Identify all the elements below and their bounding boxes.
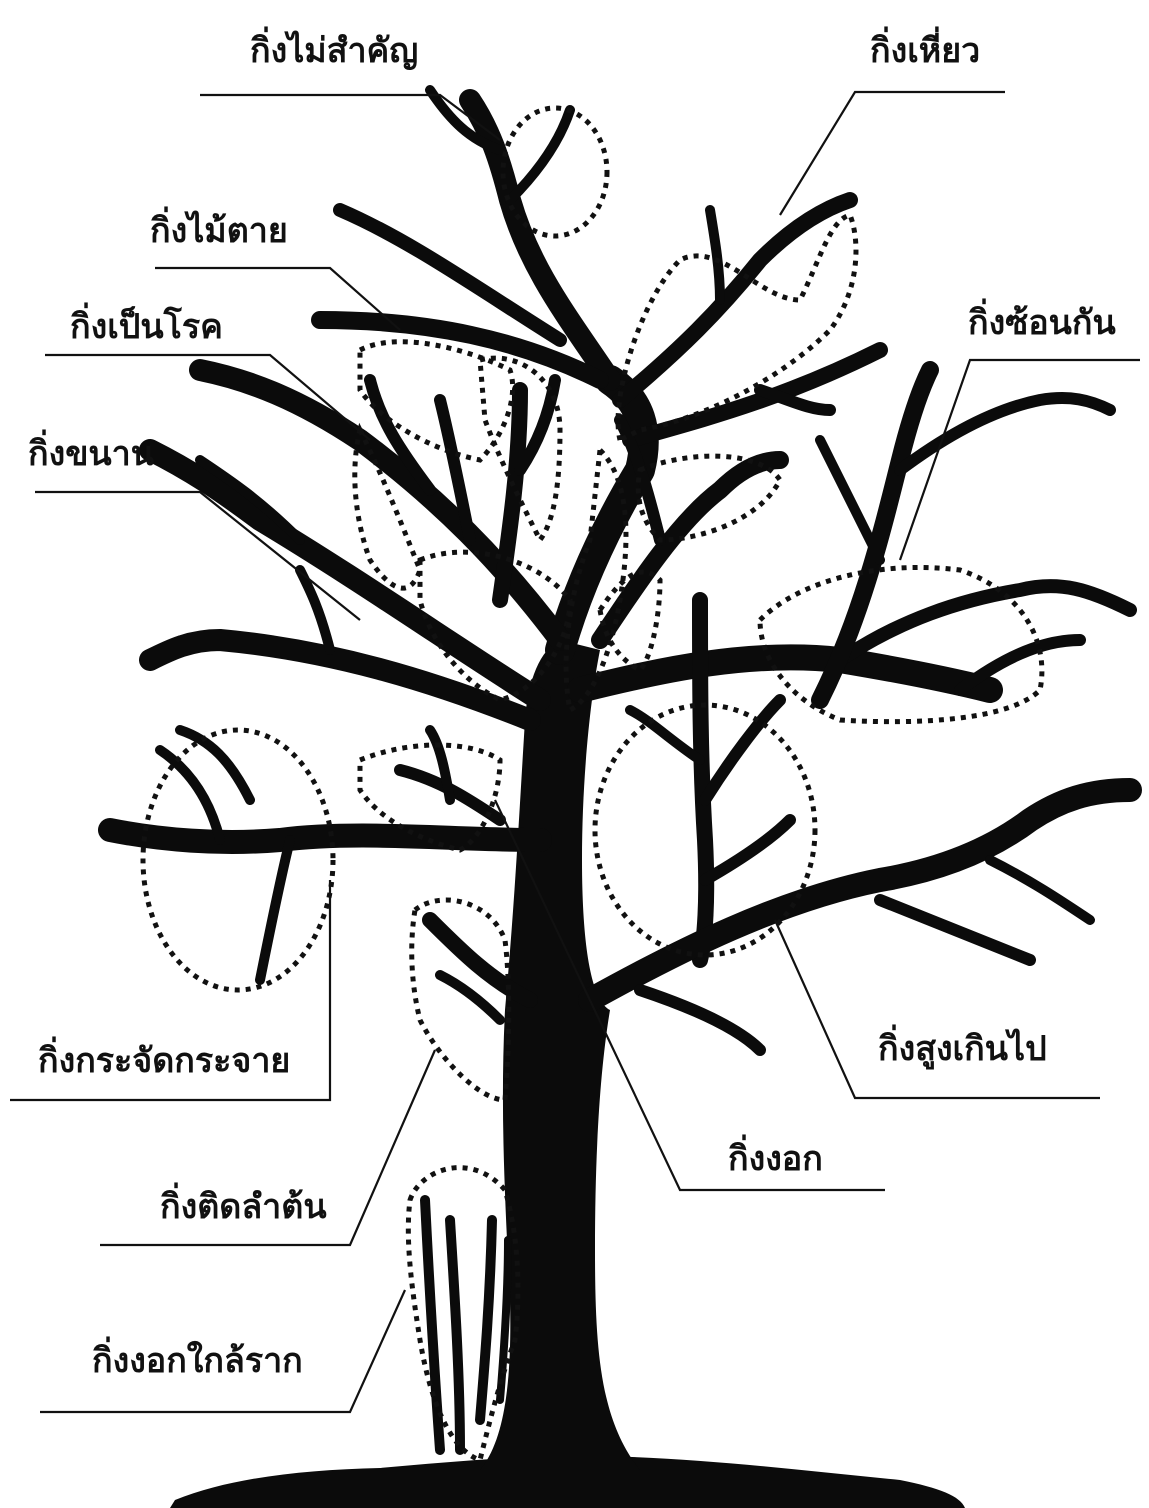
- label-sprout: กิ่งงอก: [728, 1134, 823, 1179]
- label-wilted: กิ่งเหี่ยว: [870, 26, 980, 71]
- label-trunk-attached: กิ่งติดลำต้น: [160, 1182, 327, 1227]
- label-unimportant: กิ่งไม่สำคัญ: [250, 26, 418, 71]
- label-too-high: กิ่งสูงเกินไป: [878, 1024, 1047, 1070]
- label-diseased: กิ่งเป็นโรค: [70, 302, 223, 347]
- outline-unimportant: [503, 108, 607, 236]
- label-dead: กิ่งไม้ตาย: [150, 206, 288, 251]
- label-parallel: กิ่งขนาน: [28, 429, 154, 474]
- outline-scattered: [143, 730, 333, 990]
- leader-wilted: [780, 92, 1005, 215]
- label-overlapping: กิ่งซ้อนกัน: [968, 298, 1116, 343]
- label-scattered: กิ่งกระจัดกระจาย: [38, 1036, 290, 1081]
- leader-too-high: [775, 920, 1100, 1098]
- leader-overlapping: [900, 360, 1140, 560]
- label-root-sprout: กิ่งงอกใกล้ราก: [92, 1336, 303, 1381]
